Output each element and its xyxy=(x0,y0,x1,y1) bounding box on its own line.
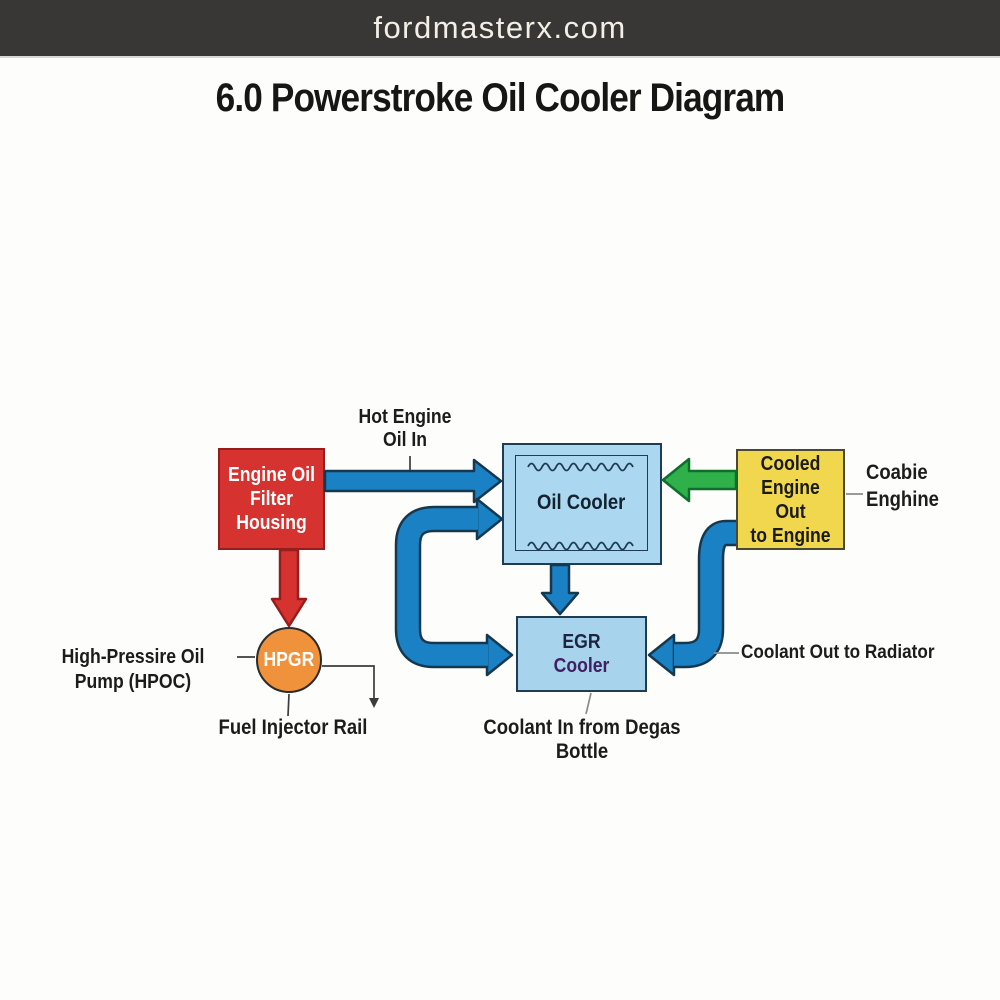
right-pipe-arrowhead xyxy=(647,633,676,677)
label-fuel-injector-rail: Fuel Injector Rail xyxy=(209,716,376,740)
node-label: HPGR xyxy=(263,648,315,671)
fuel-rail-line xyxy=(287,693,290,717)
node-label-line: Cooler xyxy=(553,655,610,677)
node-engine-oil-filter-housing: Engine Oil Filter Housing xyxy=(218,448,325,550)
cooled-oil-arrow xyxy=(661,457,738,503)
pump-branch-arrowhead xyxy=(369,698,379,708)
label-line: (HPOC) xyxy=(128,671,192,693)
label-coabie-enghine: Coabie Enghine xyxy=(866,459,984,513)
node-oil-cooler: Oil Cooler xyxy=(502,443,662,565)
label-line: Enghine xyxy=(866,488,939,511)
label-coolant-out-radiator: Coolant Out to Radiator xyxy=(741,641,935,664)
page-title: 6.0 Powerstroke Oil Cooler Diagram xyxy=(215,76,786,120)
label-line: High-Pressire Oil Pump xyxy=(61,646,205,693)
node-hpgr-pump: HPGR xyxy=(256,627,322,693)
oil-cooler-core: Oil Cooler xyxy=(515,455,648,551)
left-pipe-arrowhead-top xyxy=(475,497,504,541)
node-egr-cooler: EGR Cooler xyxy=(516,616,647,692)
label-coolant-in-degas: Coolant In from Degas Bottle xyxy=(468,716,697,764)
left-coolant-pipe xyxy=(397,508,488,666)
coolant-in-label-line xyxy=(585,692,592,715)
label-line: Radiator xyxy=(864,641,935,663)
node-label-line: to Engine xyxy=(750,524,831,547)
oil-cooler-to-egr-arrow xyxy=(540,563,580,616)
label-line: Coabie xyxy=(866,461,928,484)
site-header: fordmasterx.com xyxy=(0,0,1000,58)
node-cooled-engine-out: Cooled Engine Out to Engine xyxy=(736,449,845,550)
hot-oil-arrow xyxy=(323,458,503,504)
right-coolant-pipe-outline xyxy=(674,519,736,669)
node-label-line: Housing xyxy=(236,512,307,534)
left-pipe-arrowhead-bottom xyxy=(485,633,514,677)
node-label-line: Engine Oil xyxy=(227,464,316,486)
right-coolant-pipe xyxy=(674,522,736,666)
site-domain: fordmasterx.com xyxy=(373,10,627,45)
node-label: Oil Cooler xyxy=(537,491,626,514)
label-line: Coolant In from Degas Bottle xyxy=(483,716,681,763)
label-hot-engine-oil-in: Hot Engine Oil In xyxy=(348,406,462,452)
left-coolant-pipe-outline xyxy=(394,505,488,669)
node-label-line: EGR xyxy=(562,631,601,653)
node-label-line: Filter xyxy=(249,488,294,510)
pump-branch-line xyxy=(322,665,375,699)
label-line: Coolant Out to xyxy=(741,641,861,663)
node-label-line: Cooled xyxy=(760,452,821,475)
oil-to-pump-arrow xyxy=(270,548,308,628)
label-line: Fuel Injector Rail xyxy=(218,716,368,739)
label-high-pressure-oil-pump: High-Pressire Oil Pump (HPOC) xyxy=(41,645,226,695)
node-label-line: Engine Out xyxy=(761,476,820,523)
label-line: Oil In xyxy=(383,429,427,451)
label-line: Hot Engine xyxy=(358,406,452,428)
